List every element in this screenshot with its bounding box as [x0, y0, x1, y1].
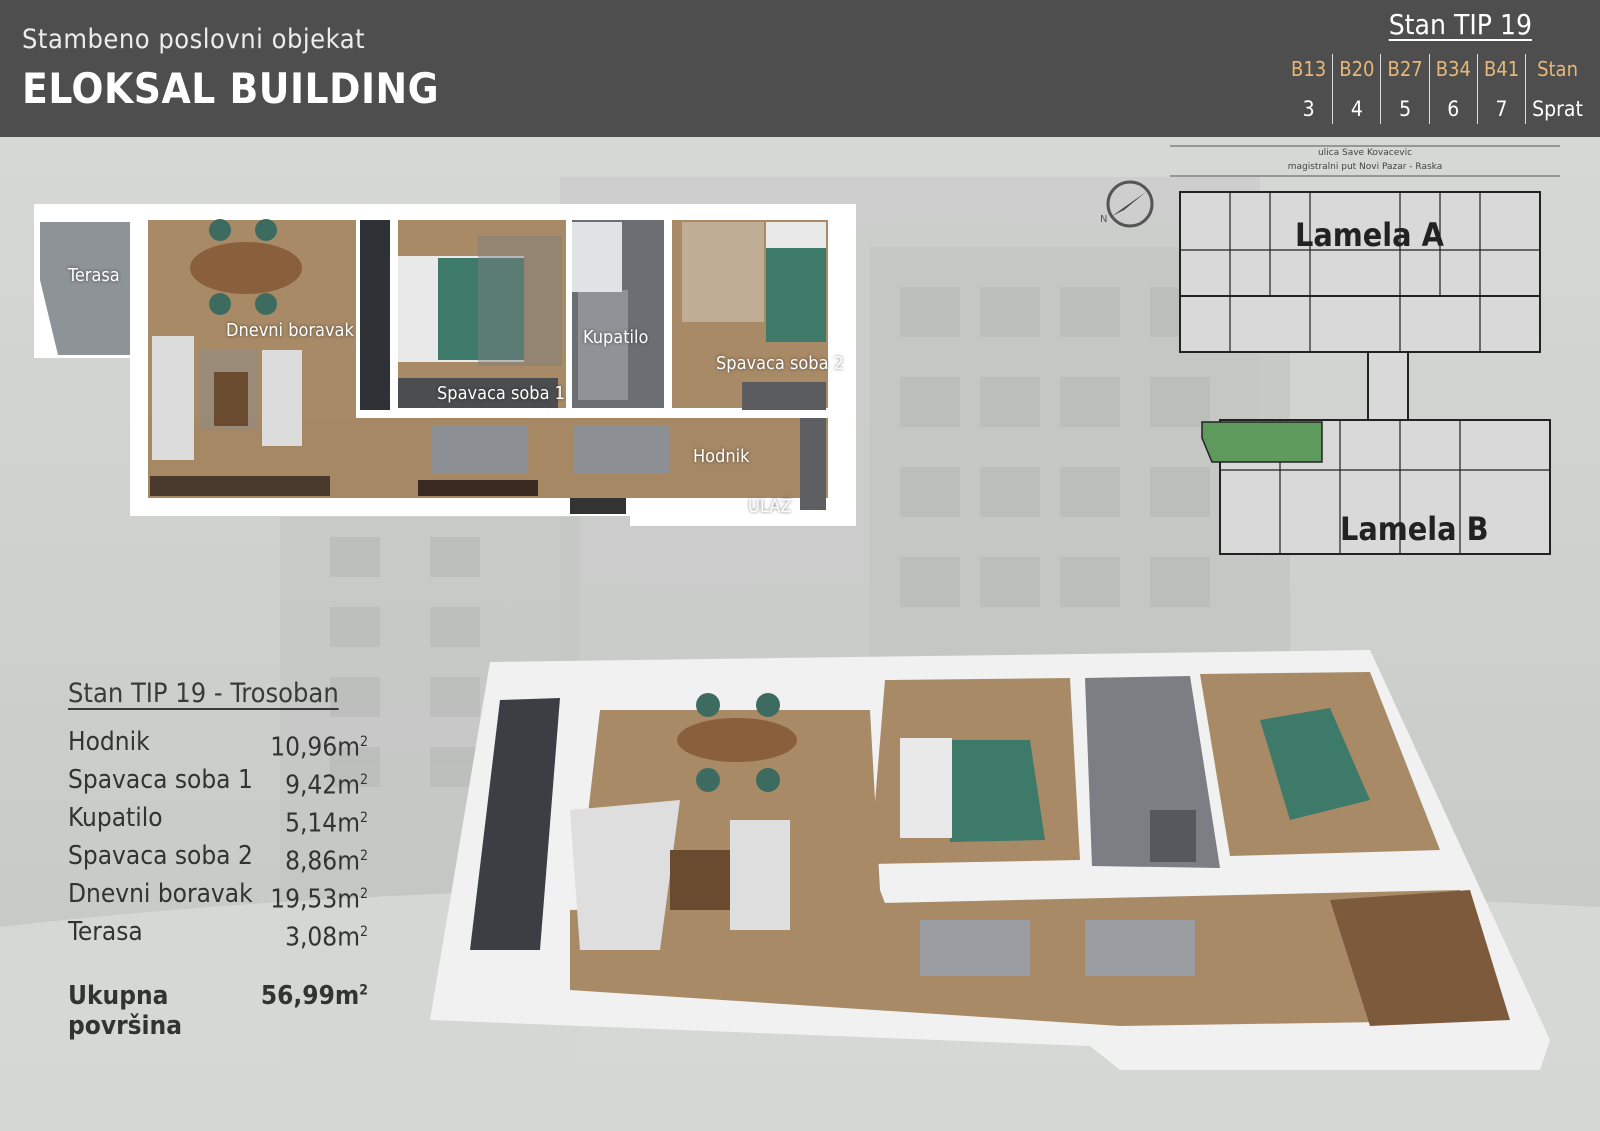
lamela-b-label: Lamela B [1340, 510, 1489, 548]
area-value: 10,96m2 [270, 732, 368, 763]
compass-letter: N [1100, 214, 1108, 225]
area-row: Spavaca soba 1 9,42m2 [68, 761, 368, 801]
unit-code-label: Stan [1537, 57, 1578, 81]
area-room-name: Kupatilo [68, 803, 163, 833]
unit-code: B20 [1339, 57, 1375, 81]
room-label-terasa: Terasa [68, 265, 120, 286]
room-label-spavaca-soba-2: Spavaca soba 2 [716, 353, 844, 374]
header-bar: Stambeno poslovni objekat ELOKSAL BUILDI… [0, 0, 1600, 137]
unit-col: B41 7 [1478, 54, 1527, 124]
kitchen-strip [360, 220, 390, 410]
compass-icon [1106, 180, 1154, 228]
unit-floor: 6 [1447, 97, 1460, 121]
area-total-label: Ukupna površina [68, 981, 182, 1041]
area-total-value: 56,99m2 [260, 981, 368, 1011]
room-label-hodnik: Hodnik [693, 446, 750, 467]
unit-floor: 7 [1495, 97, 1508, 121]
area-value: 9,42m2 [285, 770, 368, 801]
room-label-kupatilo: Kupatilo [583, 327, 649, 348]
unit-col-header: Stan Sprat [1526, 54, 1589, 124]
area-row: Kupatilo 5,14m2 [68, 799, 368, 839]
unit-code: B34 [1435, 57, 1471, 81]
bathroom-rug [578, 290, 628, 400]
highlighted-apartment [1201, 421, 1323, 463]
project-title: ELOKSAL BUILDING [22, 64, 440, 113]
unit-code: B13 [1291, 57, 1327, 81]
hallway-floor-3d [570, 890, 1510, 1026]
room-label-spavaca-soba-1: Spavaca soba 1 [437, 383, 565, 404]
unit-col: B13 3 [1285, 54, 1334, 124]
unit-floor: 3 [1302, 97, 1315, 121]
area-value: 8,86m2 [285, 846, 368, 877]
area-room-name: Spavaca soba 1 [68, 765, 253, 795]
unit-floor: 5 [1399, 97, 1412, 121]
terrace-3d [470, 698, 560, 950]
project-subtitle: Stambeno poslovni objekat [22, 24, 366, 55]
sofa-right [262, 350, 302, 446]
room-label-dnevni-boravak: Dnevni boravak [226, 320, 354, 341]
area-value: 19,53m2 [270, 884, 368, 915]
area-total: Ukupna površina 56,99m2 [68, 981, 368, 1041]
lamela-a-label: Lamela A [1295, 216, 1444, 254]
area-value: 3,08m2 [285, 922, 368, 953]
unit-col: B20 4 [1333, 54, 1382, 124]
street-label-1: ulica Save Kovacevic [1317, 148, 1413, 158]
area-room-name: Hodnik [68, 727, 150, 757]
street-label-2: magistralni put Novi Pazar - Raska [1287, 162, 1443, 172]
area-row: Dnevni boravak 19,53m2 [68, 875, 368, 915]
apartment-type-title: Stan TIP 19 [1388, 8, 1532, 41]
unit-floor-label: Sprat [1532, 97, 1583, 121]
room-label-ulaz: ULAZ [748, 496, 792, 517]
floor-plan-2d [34, 204, 856, 526]
area-list-title: Stan TIP 19 - Trosoban [68, 678, 339, 709]
area-row: Hodnik 10,96m2 [68, 723, 368, 763]
unit-code: B41 [1483, 57, 1520, 81]
area-row: Terasa 3,08m2 [68, 913, 368, 953]
area-room-name: Dnevni boravak [68, 879, 253, 909]
area-list: Stan TIP 19 - Trosoban Hodnik 10,96m2 Sp… [68, 678, 368, 1041]
unit-col: B34 6 [1430, 54, 1478, 124]
area-value: 5,14m2 [285, 808, 368, 839]
area-row: Spavaca soba 2 8,86m2 [68, 837, 368, 877]
area-room-name: Spavaca soba 2 [68, 841, 253, 871]
area-room-name: Terasa [68, 917, 143, 947]
sofa-3d [570, 800, 680, 950]
unit-floor-table: B13 3 B20 4 B27 5 B34 6 B41 7 Stan Sprat [1285, 54, 1589, 126]
sofa-left [152, 336, 194, 460]
terrace-floor [40, 222, 130, 355]
floor-plan-3d [430, 650, 1550, 1070]
unit-col: B27 5 [1381, 54, 1430, 124]
shower [572, 222, 622, 292]
unit-floor: 4 [1350, 97, 1363, 121]
unit-code: B27 [1387, 57, 1423, 81]
key-plan [1106, 145, 1560, 555]
